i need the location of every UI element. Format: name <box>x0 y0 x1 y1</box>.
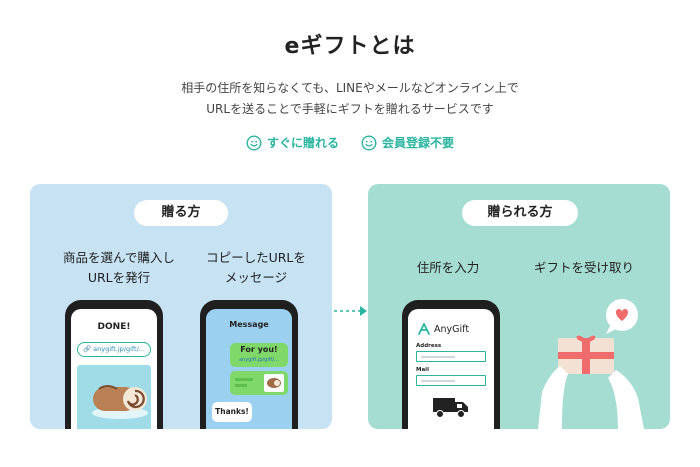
address-field[interactable] <box>416 351 486 362</box>
step-receive: ギフトを受け取り <box>533 260 634 275</box>
brand-name: AnyGift <box>434 323 470 335</box>
phone-message: Message For you! anygift.jp/gift/... Tha… <box>200 300 298 429</box>
link-icon: 🔗 <box>82 345 92 353</box>
phone-notch <box>94 300 134 308</box>
step-purchase-line-1: 商品を選んで購入し <box>63 250 175 265</box>
bubble-url: anygift.jp/gift/... <box>239 357 279 363</box>
smile-icon <box>361 134 377 151</box>
arrow-icon <box>334 306 367 316</box>
reply-bubble: Thanks! <box>212 402 252 422</box>
mail-field[interactable] <box>416 375 486 386</box>
mail-label: Mail <box>416 367 429 373</box>
message-bubble-gift <box>230 371 288 395</box>
message-bubble: For you! anygift.jp/gift/... <box>230 343 288 367</box>
giver-panel: 贈る方 商品を選んで購入し URLを発行 コピーしたURLを メッセージ DON… <box>30 184 332 429</box>
phone-notch <box>229 300 269 308</box>
step-message-line-1: コピーしたURLを <box>206 250 306 265</box>
gift-product-image <box>77 365 151 429</box>
bubble-title: For you! <box>240 345 278 354</box>
roll-cake-illustration <box>92 385 148 419</box>
smile-icon <box>246 134 262 151</box>
gift-url-box: 🔗 anygift.jp/gift/... <box>77 342 151 357</box>
message-title: Message <box>229 320 269 329</box>
delivery-truck-icon <box>433 398 468 418</box>
step-purchase-line-2: URLを発行 <box>87 270 151 285</box>
lead-line-2: URLを送ることで手軽にギフトを贈れるサービスです <box>206 102 494 116</box>
feature-no-signup: 会員登録不要 <box>361 134 454 151</box>
address-label: Address <box>416 343 442 349</box>
phone-done: DONE! 🔗 anygift.jp/gift/... <box>65 300 163 429</box>
lead-text: 相手の住所を知らなくても、LINEやメールなどオンライン上で URLを送ることで… <box>0 78 700 120</box>
feature-list: すぐに贈れる 会員登録不要 <box>0 134 700 151</box>
phone-screen: AnyGift Address Mail <box>408 309 494 429</box>
anygift-logo: AnyGift <box>418 323 469 335</box>
phone-address-form: AnyGift Address Mail <box>402 300 500 429</box>
step-message: コピーしたURLを メッセージ <box>190 248 322 288</box>
gift-receive-illustration <box>538 299 644 429</box>
feature-label: 会員登録不要 <box>382 136 455 150</box>
step-address: 住所を入力 <box>416 260 480 275</box>
receiver-pill: 贈られる方 <box>462 200 578 226</box>
receiver-panel: 贈られる方 住所を入力 ギフトを受け取り AnyGift Address Mai… <box>368 184 670 429</box>
giver-pill: 贈る方 <box>134 200 228 226</box>
phone-notch <box>431 300 471 308</box>
anygift-logo-icon <box>418 323 430 335</box>
done-text: DONE! <box>97 322 131 332</box>
page-title: eギフトとは <box>284 34 416 59</box>
lead-line-1: 相手の住所を知らなくても、LINEやメールなどオンライン上で <box>181 81 519 95</box>
phone-screen: Message For you! anygift.jp/gift/... Tha… <box>206 309 292 429</box>
feature-instant: すぐに贈れる <box>246 134 339 151</box>
gift-thumbnail <box>235 374 284 392</box>
gift-url: anygift.jp/gift/... <box>93 345 145 353</box>
phone-screen: DONE! 🔗 anygift.jp/gift/... <box>71 309 157 429</box>
step-purchase: 商品を選んで購入し URLを発行 <box>44 248 194 288</box>
step-message-line-2: メッセージ <box>224 270 288 285</box>
feature-label: すぐに贈れる <box>266 136 339 150</box>
